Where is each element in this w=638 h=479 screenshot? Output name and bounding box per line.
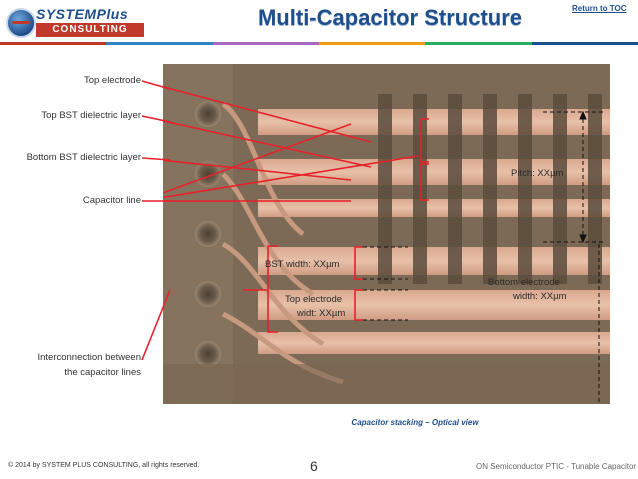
label-top-bst-layer: Top BST dielectric layer (41, 110, 141, 121)
rule-segment (212, 42, 319, 45)
header-color-rule (0, 42, 638, 45)
page-number: 6 (310, 458, 318, 474)
annotation-arrows (163, 86, 429, 333)
top-electrode-width-label-l1: Top electrode (285, 294, 343, 305)
bottom-electrode-label-l1: Bottom electrode (488, 277, 560, 288)
label-interconnection-line2: the capacitor lines (64, 367, 141, 378)
optical-micrograph: Pitch: XXµm BST width: XXµm Top electrod… (163, 64, 610, 404)
top-electrode-width-label-l2: widt: XXµm (297, 308, 346, 319)
left-pad-column (163, 64, 233, 404)
pitch-label: Pitch: XXµm (511, 168, 564, 179)
product-name: ON Semiconductor PTIC - Tunable Capacito… (476, 462, 637, 471)
rule-segment (318, 42, 426, 45)
rule-segment (0, 42, 107, 45)
figure-caption: Capacitor stacking – Optical view (351, 418, 479, 427)
bst-width-label: BST width: XXµm (265, 259, 340, 270)
label-top-electrode: Top electrode (83, 75, 141, 86)
copyright-text: © 2014 by SYSTEM PLUS CONSULTING, all ri… (8, 462, 200, 469)
company-logo: SYSTEMPlus CONSULTING (6, 6, 146, 40)
label-leader-lines (141, 80, 170, 202)
rule-segment (425, 42, 532, 45)
label-capacitor-line: Capacitor line (82, 195, 141, 206)
bottom-electrode-label-l2: width: XXµm (513, 291, 567, 302)
rule-segment (106, 42, 213, 45)
measurement-dashes (363, 111, 603, 404)
measurement-arrows (579, 110, 587, 244)
interconnect-leader-line (141, 289, 170, 361)
label-bottom-bst-layer: Bottom BST dielectric layer (26, 152, 141, 163)
logo-wordmark-bottom: CONSULTING (36, 23, 144, 37)
rule-segment (531, 42, 638, 45)
slide-title: Multi-Capacitor Structure (257, 5, 523, 30)
label-interconnection-line1: Interconnection between (37, 352, 141, 363)
logo-wordmark-top: SYSTEMPlus (36, 6, 129, 22)
micrograph-drawing (163, 64, 610, 404)
logo-globe-icon (6, 8, 36, 38)
return-to-toc-link[interactable]: Return to TOC (572, 4, 627, 13)
electrode-fingers (378, 94, 602, 284)
